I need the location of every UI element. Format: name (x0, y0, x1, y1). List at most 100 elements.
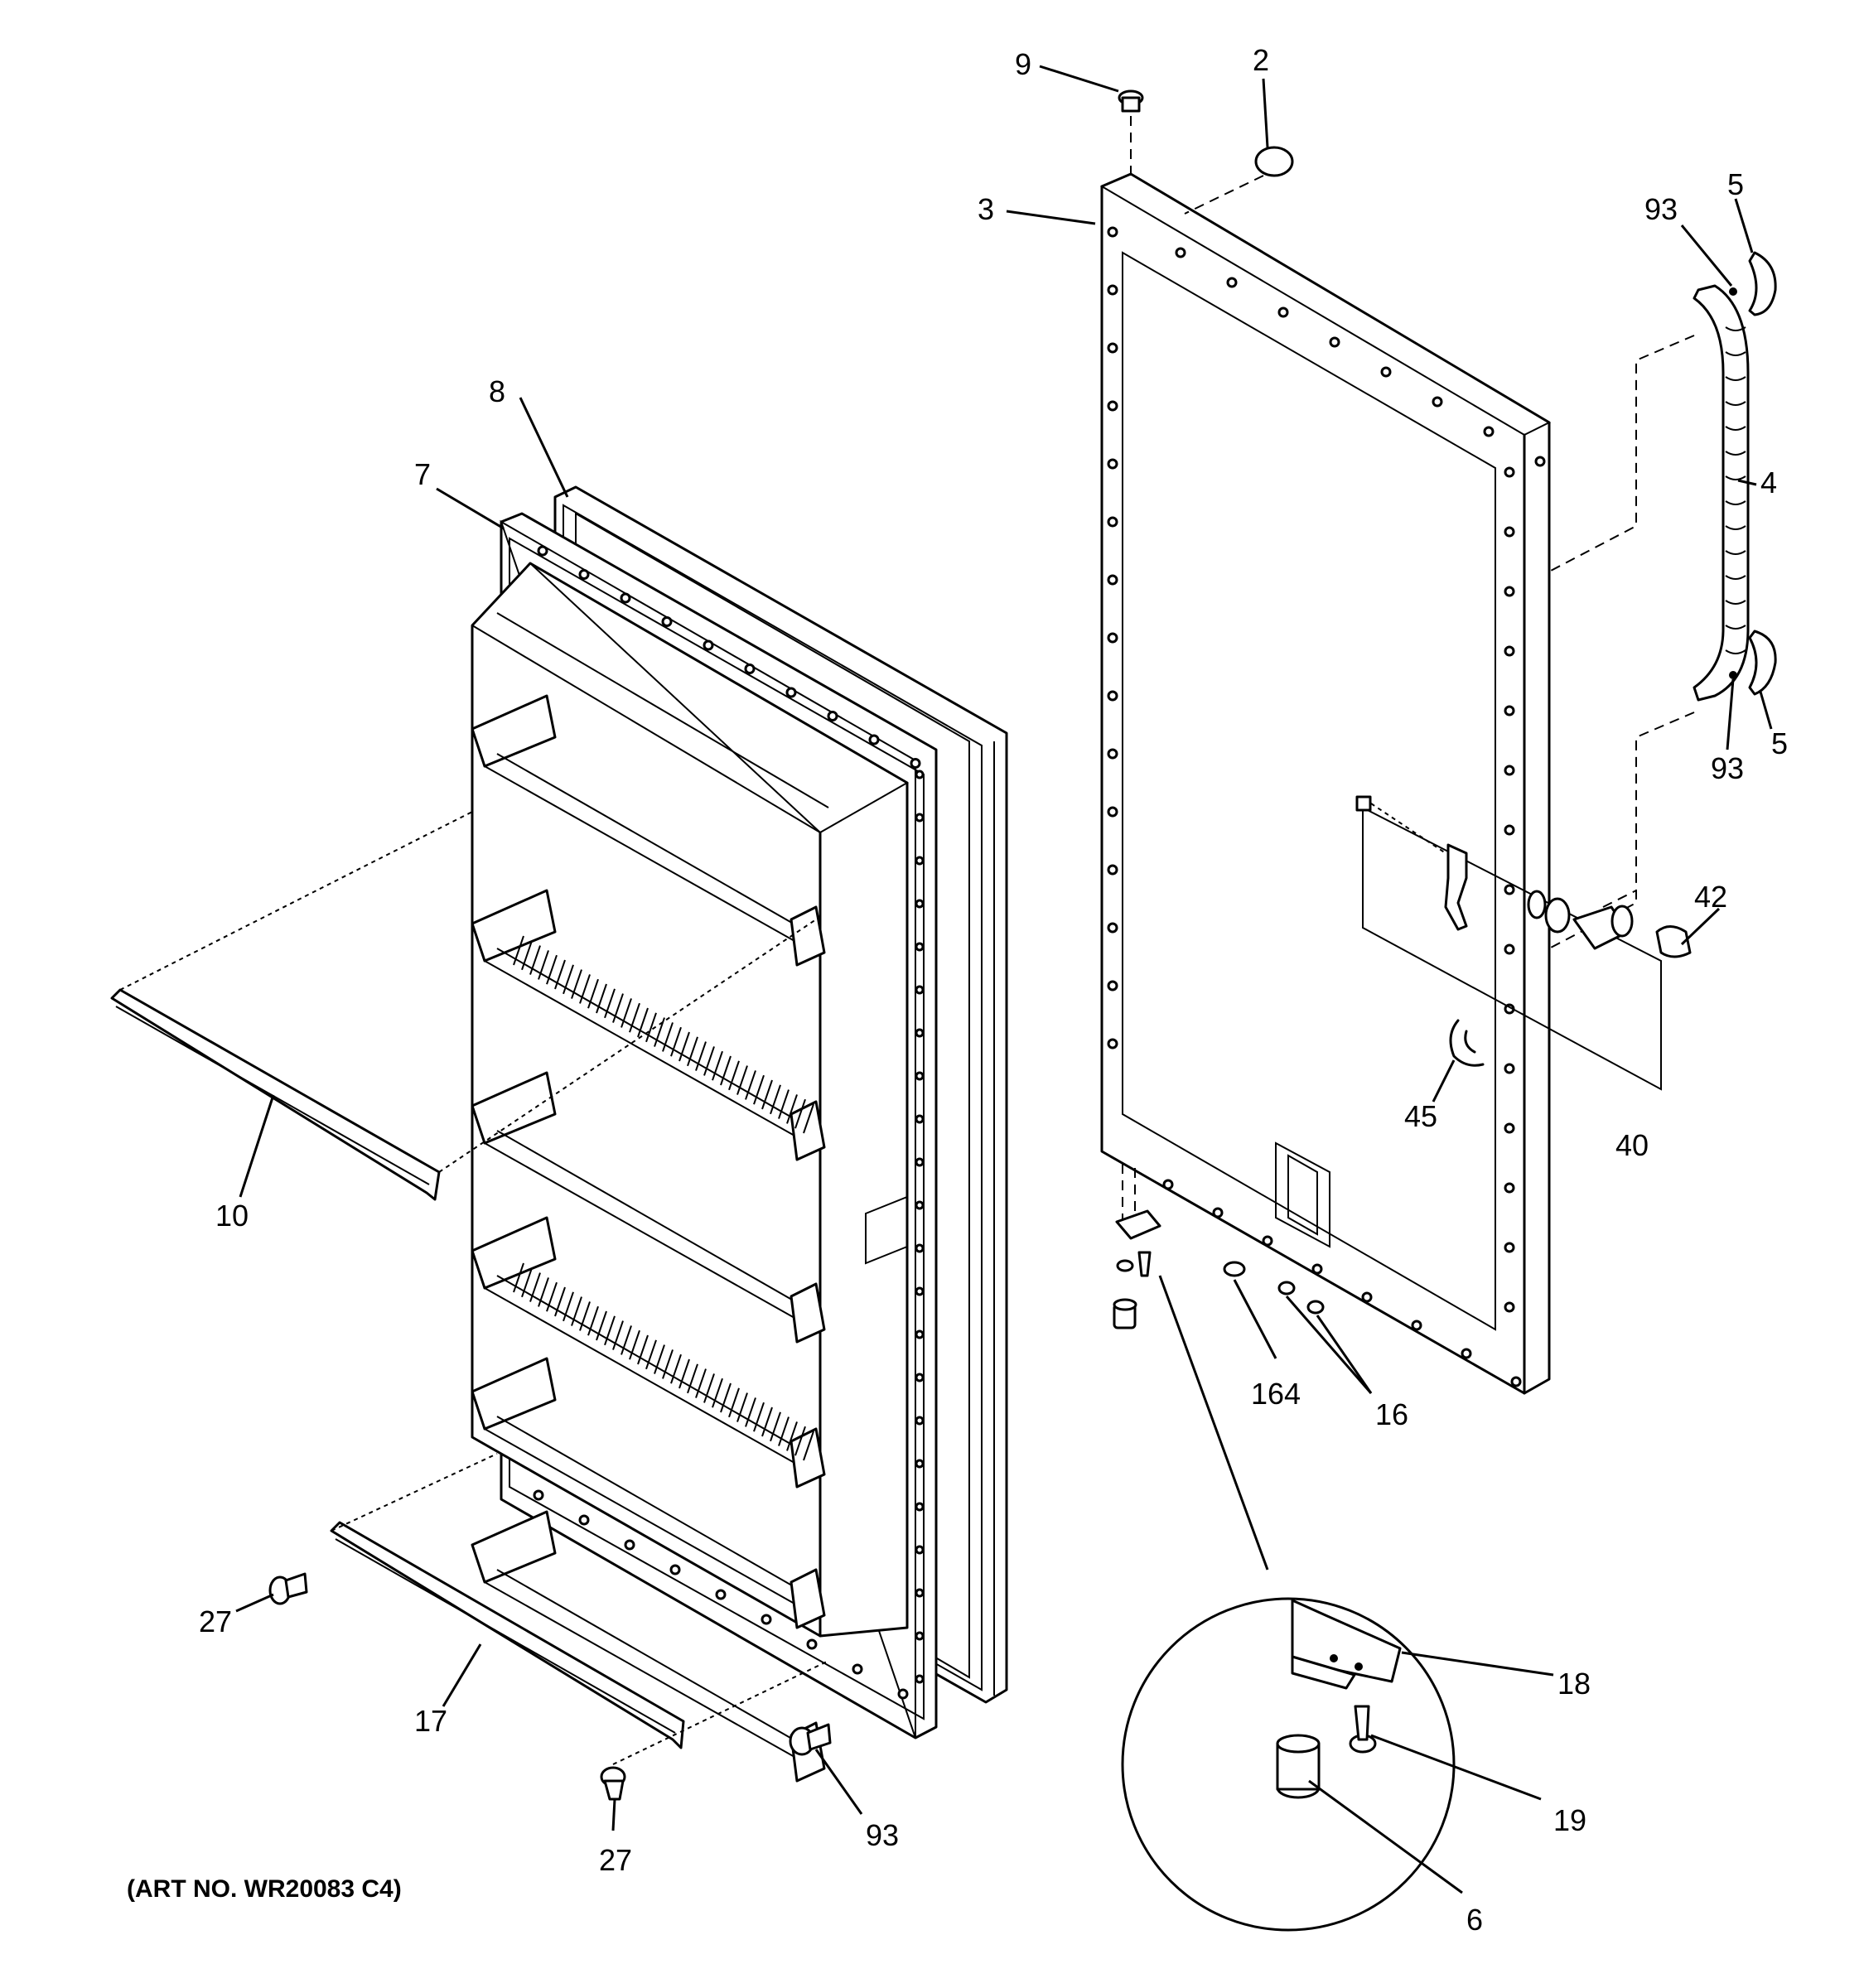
callout-18: 18 (1557, 1667, 1591, 1701)
shelf-edge (496, 1416, 809, 1595)
shelf-rib (563, 1291, 574, 1322)
panel-hole (1311, 1263, 1323, 1275)
liner-hole (915, 1243, 925, 1253)
shelf-rib (654, 1344, 665, 1374)
shelf-rib (778, 1089, 790, 1119)
panel-hole (1329, 336, 1340, 348)
handle-rib (1725, 649, 1746, 654)
liner-hole (915, 856, 925, 866)
shelf-rib (596, 1310, 607, 1341)
panel-hole (1504, 466, 1515, 478)
shelf-end-left (471, 1357, 557, 1431)
shelf-rib (678, 1358, 690, 1389)
shelf-rib (786, 1421, 798, 1451)
handle-rib (1725, 575, 1746, 580)
liner-hole (915, 899, 925, 909)
handle-rib (1725, 625, 1746, 630)
panel-hole (1107, 400, 1118, 412)
shelf-end-right (790, 1282, 826, 1344)
shelf-rib (571, 1296, 582, 1326)
panel-hole (1504, 765, 1515, 776)
callout-42: 42 (1694, 880, 1727, 914)
callout-17: 17 (414, 1704, 447, 1738)
panel-hole (1361, 1291, 1373, 1303)
shelf-rib (803, 1431, 814, 1461)
callout-4: 4 (1760, 466, 1777, 499)
shelf-rib (521, 1267, 533, 1298)
liner-hole (915, 1286, 925, 1296)
shelf-edge (484, 1142, 809, 1326)
shelf-edge (484, 1581, 809, 1765)
liner-hole (915, 1157, 925, 1167)
liner-hole (915, 1502, 925, 1512)
shelf-rib (770, 1084, 781, 1115)
shelf-rib (695, 1368, 707, 1398)
panel-hole (1107, 864, 1118, 876)
liner-hole (915, 1200, 925, 1210)
hinge-small-parts (1113, 1164, 1325, 1329)
leader-lines (235, 65, 1773, 1894)
door-handle-4 (1548, 251, 1777, 949)
shelf-rib (637, 1334, 649, 1365)
liner-hole (785, 687, 797, 698)
panel-hole (1107, 342, 1118, 354)
callout-10: 10 (215, 1199, 249, 1233)
panel-hole (1504, 1063, 1515, 1074)
shelf-rib (753, 1074, 765, 1105)
shelf-rib (728, 1387, 740, 1418)
shelf-end-left (471, 694, 557, 768)
liner-hole (910, 758, 921, 769)
panel-hole (1107, 226, 1118, 238)
shelf-rib (687, 1363, 698, 1394)
shelf-rib (720, 1382, 732, 1413)
liner-hole (915, 1416, 925, 1426)
panel-hole (1107, 748, 1118, 760)
shelf-rib (753, 1402, 765, 1432)
liner-hole (915, 1545, 925, 1555)
shelf-end-left (471, 1071, 557, 1145)
liner-hole (915, 770, 925, 779)
panel-hole (1504, 526, 1515, 538)
panel-hole (1107, 284, 1118, 296)
panel-hole (1162, 1179, 1174, 1190)
door-shelves (471, 694, 826, 1783)
handle-rib (1725, 475, 1746, 480)
panel-hole (1107, 458, 1118, 470)
callout-93-right: 93 (1711, 751, 1744, 785)
shelf-edge (496, 753, 809, 933)
panel-hole (1107, 574, 1118, 586)
panel-hole (1411, 1320, 1422, 1331)
liner-hole (661, 616, 673, 627)
handle-rib (1725, 500, 1746, 505)
shelf-rib (546, 1281, 558, 1312)
shelf-rib (604, 1315, 616, 1346)
liner-hole (915, 1373, 925, 1382)
handle-rib (1725, 401, 1746, 406)
shelf-rib (745, 1070, 756, 1100)
shelf-rib (712, 1050, 723, 1081)
screw-27-lower (600, 1766, 626, 1801)
shelf-end-right (790, 1568, 826, 1629)
shelf-rib (794, 1426, 806, 1456)
shelf-end-right (790, 905, 826, 967)
liner-hole (624, 1539, 635, 1551)
liner-hole (578, 569, 590, 580)
shelf-rib (662, 1022, 674, 1052)
callout-5-top: 5 (1727, 167, 1744, 201)
handle-rib (1725, 351, 1746, 356)
hinge-detail-circle (1121, 1275, 1456, 1932)
liner-hole (715, 1589, 727, 1600)
panel-hole (1534, 456, 1546, 467)
panel-hole (1504, 645, 1515, 657)
liner-hole (537, 545, 548, 557)
callout-93-bottom: 93 (866, 1818, 899, 1852)
shelf-rib (546, 954, 558, 985)
panel-hole (1504, 1182, 1515, 1194)
panel-hole (1504, 586, 1515, 597)
shelf-rib (596, 983, 607, 1014)
panel-hole (1262, 1235, 1273, 1247)
liner-hole (761, 1614, 772, 1625)
shelf-rib (703, 1046, 715, 1076)
panel-hole (1107, 806, 1118, 818)
callout-93-top: 93 (1644, 192, 1678, 226)
